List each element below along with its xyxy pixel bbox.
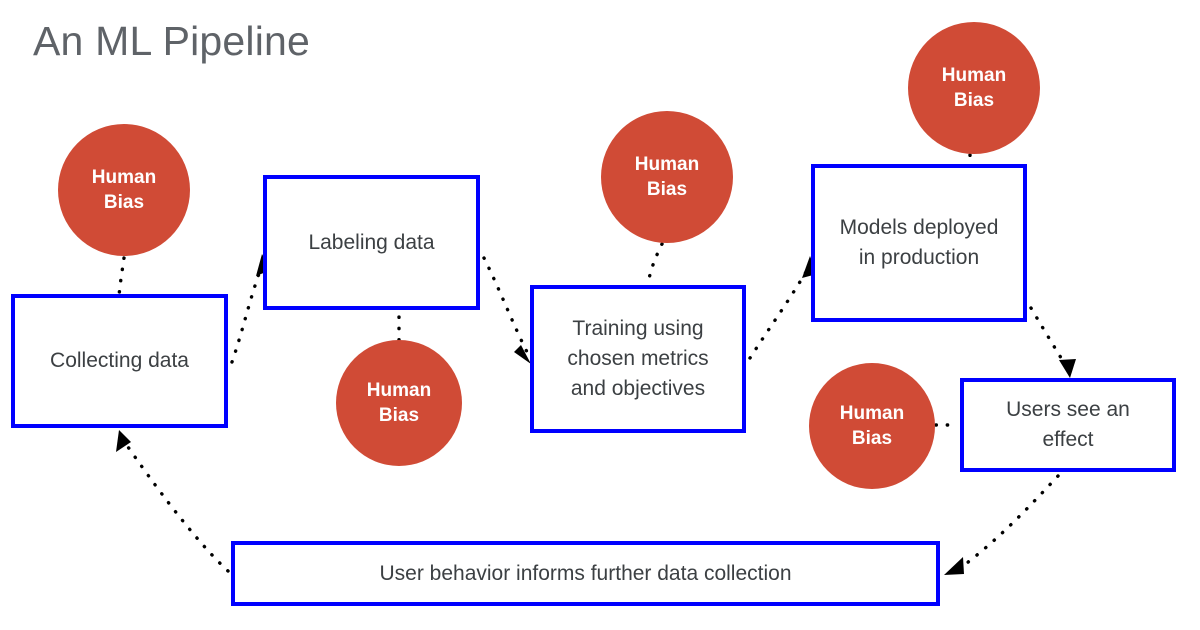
bias-node-training-label: Human Bias [634,153,700,200]
edge-bias-to-training [646,242,664,286]
page-title: An ML Pipeline [33,18,311,64]
node-user-behavior-label: User behavior informs further data colle… [379,561,792,585]
node-user-behavior[interactable]: User behavior informs further data colle… [231,541,940,606]
bias-node-deployed[interactable]: Human Bias [908,22,1040,154]
arrowhead-deployed-to-users [1059,359,1076,378]
node-training-label: Training using chosen metrics and object… [567,317,709,400]
edge-labeling-to-training [482,256,529,354]
edge-collecting-to-labeling [230,266,263,364]
bias-node-collecting-label: Human Bias [91,166,157,213]
edge-training-to-deployed [748,270,808,360]
bias-node-labeling-label: Human Bias [366,379,432,426]
arrowhead-users-to-behavior [944,557,964,575]
node-models-deployed-label: Models deployed in production [839,216,999,269]
bias-node-collecting[interactable]: Human Bias [58,124,190,256]
node-training[interactable]: Training using chosen metrics and object… [530,285,746,433]
arrowhead-behavior-to-collecting [116,430,131,452]
bias-node-users[interactable]: Human Bias [809,363,935,489]
edge-deployed-to-users [1029,306,1068,368]
bias-node-labeling[interactable]: Human Bias [336,340,462,466]
bias-node-users-label: Human Bias [839,402,905,449]
bias-node-deployed-label: Human Bias [941,64,1007,111]
node-labeling-data-label: Labeling data [308,230,435,254]
node-collecting-data[interactable]: Collecting data [11,294,228,428]
bias-node-training[interactable]: Human Bias [601,111,733,243]
node-labeling-data[interactable]: Labeling data [263,175,480,310]
edge-bias-to-collecting [117,256,126,298]
node-users-see-effect[interactable]: Users see an effect [960,378,1176,472]
edge-behavior-to-collecting [126,445,230,573]
node-users-see-effect-label: Users see an effect [1006,398,1130,451]
node-models-deployed[interactable]: Models deployed in production [811,164,1027,322]
arrowhead-labeling-to-training [514,345,531,364]
edge-users-to-behavior [961,474,1060,568]
node-collecting-data-label: Collecting data [50,349,189,373]
